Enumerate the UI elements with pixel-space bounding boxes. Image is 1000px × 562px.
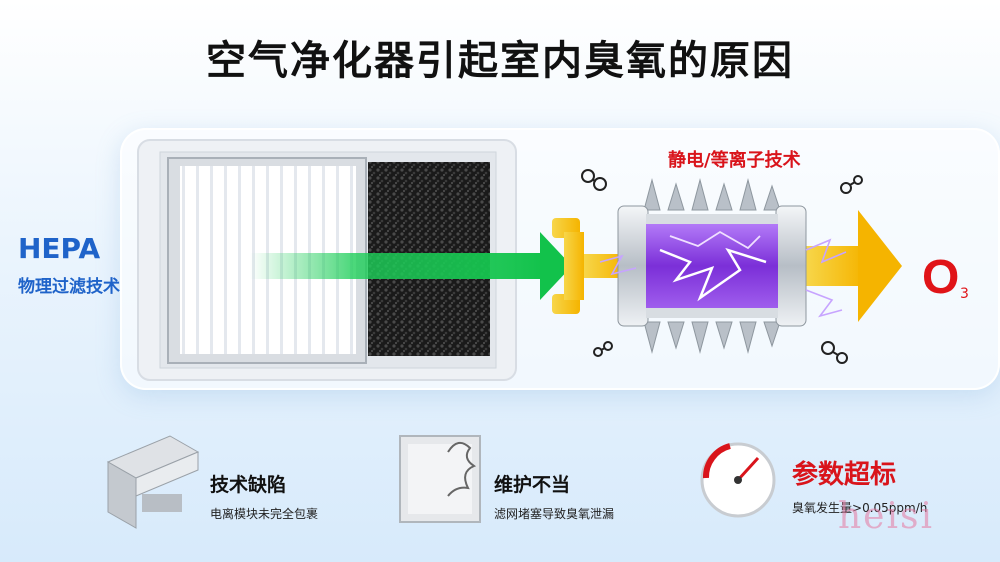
ozone-symbol: O	[922, 251, 960, 304]
cause-tech-defect: 技术缺陷 电离模块未完全包裹	[210, 470, 318, 522]
hepa-subtitle: 物理过滤技术	[18, 277, 120, 297]
clogged-filter-icon	[399, 435, 481, 523]
module-bracket-icon	[106, 435, 200, 529]
cause-desc: 滤网堵塞导致臭氧泄漏	[494, 507, 615, 521]
cause-improper-maintenance: 维护不当 滤网堵塞导致臭氧泄漏	[494, 470, 614, 522]
hepa-label: HEPA	[18, 232, 101, 265]
molecule-icons	[581, 169, 863, 364]
watermark: heisi	[838, 496, 934, 537]
page-title: 空气净化器引起室内臭氧的原因	[206, 38, 794, 84]
yellow-outlet-arrow	[806, 210, 902, 322]
cause-title: 参数超标	[792, 460, 897, 490]
cause-title: 维护不当	[494, 474, 571, 496]
ozone-subscript: 3	[960, 286, 969, 302]
cause-desc: 电离模块未完全包裹	[210, 507, 319, 521]
cause-desc: 臭氧发生量>0.05ppm/h	[792, 499, 927, 516]
cause-desc-value: >0.05ppm/h	[852, 501, 928, 515]
gauge-icon	[700, 442, 776, 518]
cause-desc-prefix: 臭氧发生量	[792, 501, 853, 515]
ion-tech-label: 静电/等离子技术	[668, 150, 801, 171]
cause-parameter-exceeded: 参数超标 臭氧发生量>0.05ppm/h	[792, 454, 927, 516]
airflow-arrow	[250, 232, 572, 300]
yellow-inlet	[552, 218, 624, 314]
cause-title: 技术缺陷	[210, 474, 287, 496]
plasma-ionizer	[599, 205, 847, 327]
electrode-spikes	[643, 178, 781, 354]
